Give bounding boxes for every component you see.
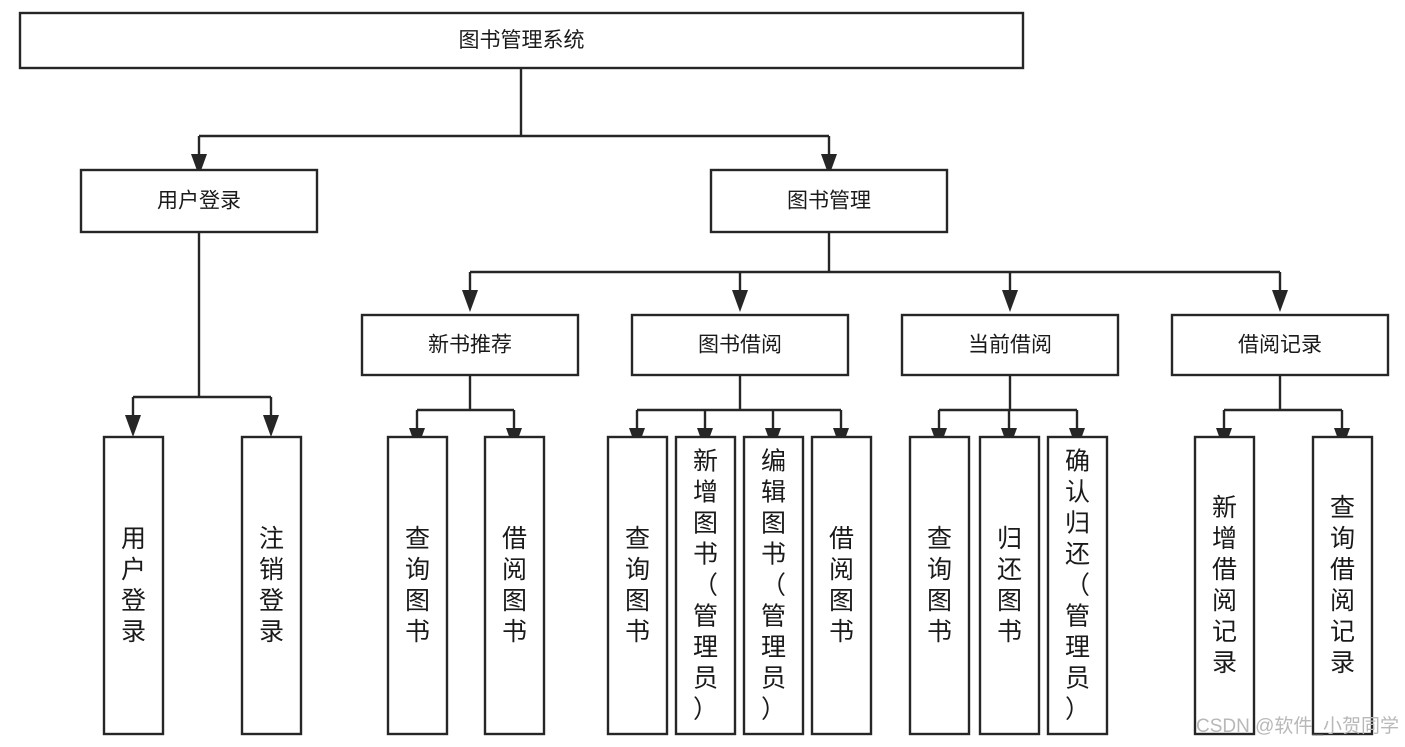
node-leaf-query-book-borrow[interactable]: 查询图书 [606,435,669,736]
arrow-head-icon [263,415,279,437]
node-box-current-borrow[interactable] [900,313,1120,377]
node-label-borrow-records: 借阅记录 [1238,334,1322,357]
node-root[interactable]: 图书管理系统 [18,11,1025,70]
node-box-leaf-query-book-borrow[interactable] [606,435,669,736]
node-label-current-borrow: 当前借阅 [968,334,1052,357]
node-label-leaf-edit-book-admin: 编辑图书（管理员） [761,447,786,723]
arrow-head-icon [1272,290,1288,312]
node-leaf-query-book-current[interactable]: 查询图书 [908,435,971,736]
node-box-leaf-logout[interactable] [240,435,303,736]
node-label-book-management: 图书管理 [787,190,871,213]
node-label-leaf-query-borrow-record: 查询借阅记录 [1330,494,1355,677]
node-label-leaf-query-book-recommend: 查询图书 [405,525,430,646]
node-box-leaf-add-book-admin[interactable] [674,435,737,736]
node-box-leaf-return-book[interactable] [978,435,1041,736]
node-leaf-borrow-book[interactable]: 借阅图书 [810,435,873,736]
arrow-head-icon [125,415,141,437]
node-label-leaf-confirm-return-admin: 确认归还（管理员） [1065,447,1090,723]
node-label-leaf-logout: 注销登录 [259,525,284,646]
node-leaf-return-book[interactable]: 归还图书 [978,435,1041,736]
node-book-borrow[interactable]: 图书借阅 [630,313,850,377]
node-label-leaf-add-borrow-record: 新增借阅记录 [1212,494,1237,677]
node-box-leaf-borrow-book[interactable] [810,435,873,736]
node-new-book-recommend[interactable]: 新书推荐 [360,313,580,377]
csdn-watermark: CSDN @软件_小贺同学 [1196,715,1399,737]
node-box-leaf-query-book-current[interactable] [908,435,971,736]
arrow-head-icon [821,154,837,176]
node-label-new-book-recommend: 新书推荐 [428,334,512,357]
node-label-leaf-borrow-book: 借阅图书 [829,525,854,646]
node-label-leaf-query-book-borrow: 查询图书 [625,525,650,646]
node-label-leaf-query-book-current: 查询图书 [927,525,952,646]
arrow-head-icon [462,290,478,312]
node-box-leaf-user-login[interactable] [102,435,165,736]
node-box-leaf-query-book-recommend[interactable] [386,435,449,736]
node-book-management[interactable]: 图书管理 [709,168,949,234]
node-leaf-confirm-return-admin[interactable]: 确认归还（管理员） [1046,435,1109,736]
node-box-leaf-edit-book-admin[interactable] [742,435,805,736]
node-leaf-logout[interactable]: 注销登录 [240,435,303,736]
node-leaf-add-book-admin[interactable]: 新增图书（管理员） [674,435,737,736]
node-layer: 图书管理系统用户登录图书管理新书推荐图书借阅当前借阅借阅记录用户登录注销登录查询… [18,11,1390,736]
node-box-user-login[interactable] [79,168,319,234]
node-leaf-edit-book-admin[interactable]: 编辑图书（管理员） [742,435,805,736]
arrow-head-icon [1002,290,1018,312]
arrow-head-icon [191,154,207,176]
node-user-login[interactable]: 用户登录 [79,168,319,234]
node-label-root: 图书管理系统 [459,29,585,52]
node-box-borrow-records[interactable] [1170,313,1390,377]
node-label-book-borrow: 图书借阅 [698,334,782,357]
node-leaf-add-borrow-record[interactable]: 新增借阅记录 [1193,435,1256,736]
node-label-leaf-user-login: 用户登录 [121,525,146,646]
node-label-leaf-borrow-book-recommend: 借阅图书 [502,525,527,646]
node-box-leaf-borrow-book-recommend[interactable] [483,435,546,736]
node-leaf-user-login[interactable]: 用户登录 [102,435,165,736]
node-label-leaf-add-book-admin: 新增图书（管理员） [693,447,718,723]
node-label-user-login: 用户登录 [157,190,241,213]
node-box-book-borrow[interactable] [630,313,850,377]
node-box-leaf-confirm-return-admin[interactable] [1046,435,1109,736]
node-box-new-book-recommend[interactable] [360,313,580,377]
node-current-borrow[interactable]: 当前借阅 [900,313,1120,377]
node-box-leaf-query-borrow-record[interactable] [1311,435,1374,736]
arrow-head-icon [732,290,748,312]
node-box-book-management[interactable] [709,168,949,234]
node-leaf-query-book-recommend[interactable]: 查询图书 [386,435,449,736]
node-leaf-query-borrow-record[interactable]: 查询借阅记录 [1311,435,1374,736]
node-borrow-records[interactable]: 借阅记录 [1170,313,1390,377]
node-label-leaf-return-book: 归还图书 [997,525,1022,646]
connector-layer [125,68,1350,450]
node-box-leaf-add-borrow-record[interactable] [1193,435,1256,736]
node-leaf-borrow-book-recommend[interactable]: 借阅图书 [483,435,546,736]
node-box-root[interactable] [18,11,1025,70]
